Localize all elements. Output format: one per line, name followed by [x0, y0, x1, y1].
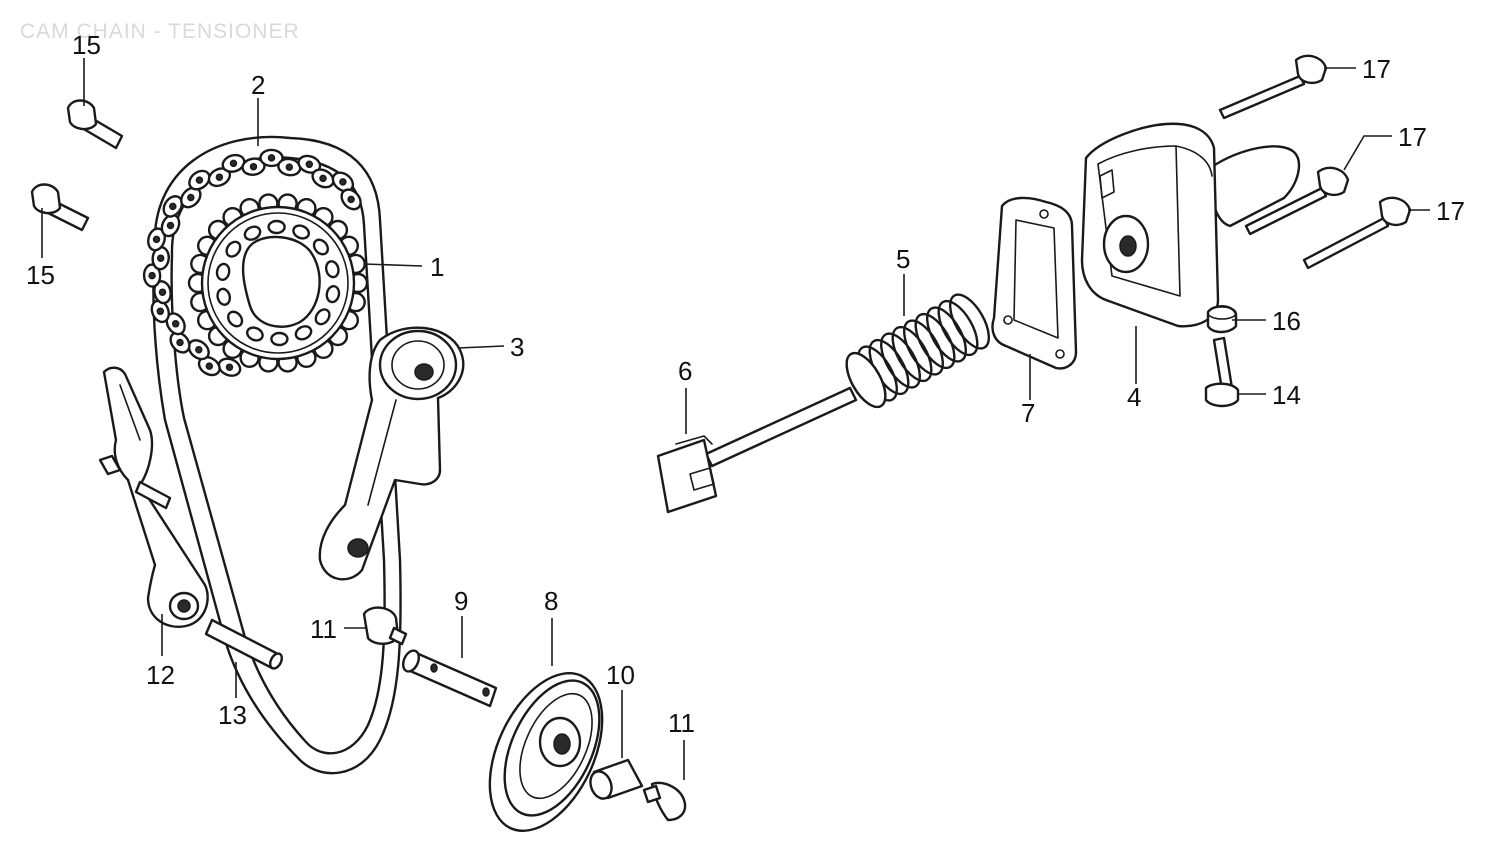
collar: [589, 758, 644, 800]
callout-9: 9: [454, 586, 468, 616]
callout-15-upper: 15: [72, 30, 101, 60]
callout-16: 16: [1272, 306, 1301, 336]
push-rod: [656, 386, 858, 514]
callout-17-b: 17: [1398, 122, 1427, 152]
gasket: [991, 196, 1078, 370]
stopper-11-upper: [362, 606, 408, 646]
chain-guide: [98, 366, 209, 628]
stopper-11-lower: [642, 781, 687, 822]
bolt-15-upper: [66, 99, 124, 150]
callout-14: 14: [1272, 380, 1301, 410]
callout-7: 7: [1021, 398, 1035, 428]
callout-2: 2: [251, 70, 265, 100]
callout-4: 4: [1127, 382, 1141, 412]
callout-13: 13: [218, 700, 247, 730]
bolt-17-a: [1218, 54, 1328, 120]
cam-sprocket: [187, 193, 369, 373]
guide-pin: [204, 618, 283, 670]
cam-chain: [142, 135, 402, 775]
cap-nut: [1206, 305, 1238, 334]
callout-15-lower: 15: [26, 260, 55, 290]
callout-11-lower: 11: [668, 708, 695, 738]
pivot-pin: [401, 649, 498, 708]
tensioner-roller: [488, 672, 604, 832]
callout-11-upper: 11: [310, 614, 337, 644]
callout-6: 6: [678, 356, 692, 386]
callout-5: 5: [896, 244, 910, 274]
callout-10: 10: [606, 660, 635, 690]
bolt-17-b: [1244, 166, 1350, 236]
bolt-17-c: [1302, 196, 1412, 270]
callout-12: 12: [146, 660, 175, 690]
diagram-title: CAM CHAIN - TENSIONER: [20, 20, 300, 43]
callout-8: 8: [544, 586, 558, 616]
tensioner-arm: [318, 326, 465, 581]
callout-17-a: 17: [1362, 54, 1391, 84]
callout-1: 1: [430, 252, 444, 282]
screw: [1204, 336, 1240, 408]
bolt-15-lower: [30, 183, 90, 232]
callout-3: 3: [510, 332, 524, 362]
callout-17-c: 17: [1436, 196, 1465, 226]
tensioner-housing: [1080, 122, 1301, 328]
leader-lines: [41, 58, 1430, 780]
tensioner-spring: [845, 293, 990, 409]
callout-numbers: 15 15 2 1 3 17 17 17 16 14 5 6 7 4 9 8 1…: [26, 30, 1465, 738]
